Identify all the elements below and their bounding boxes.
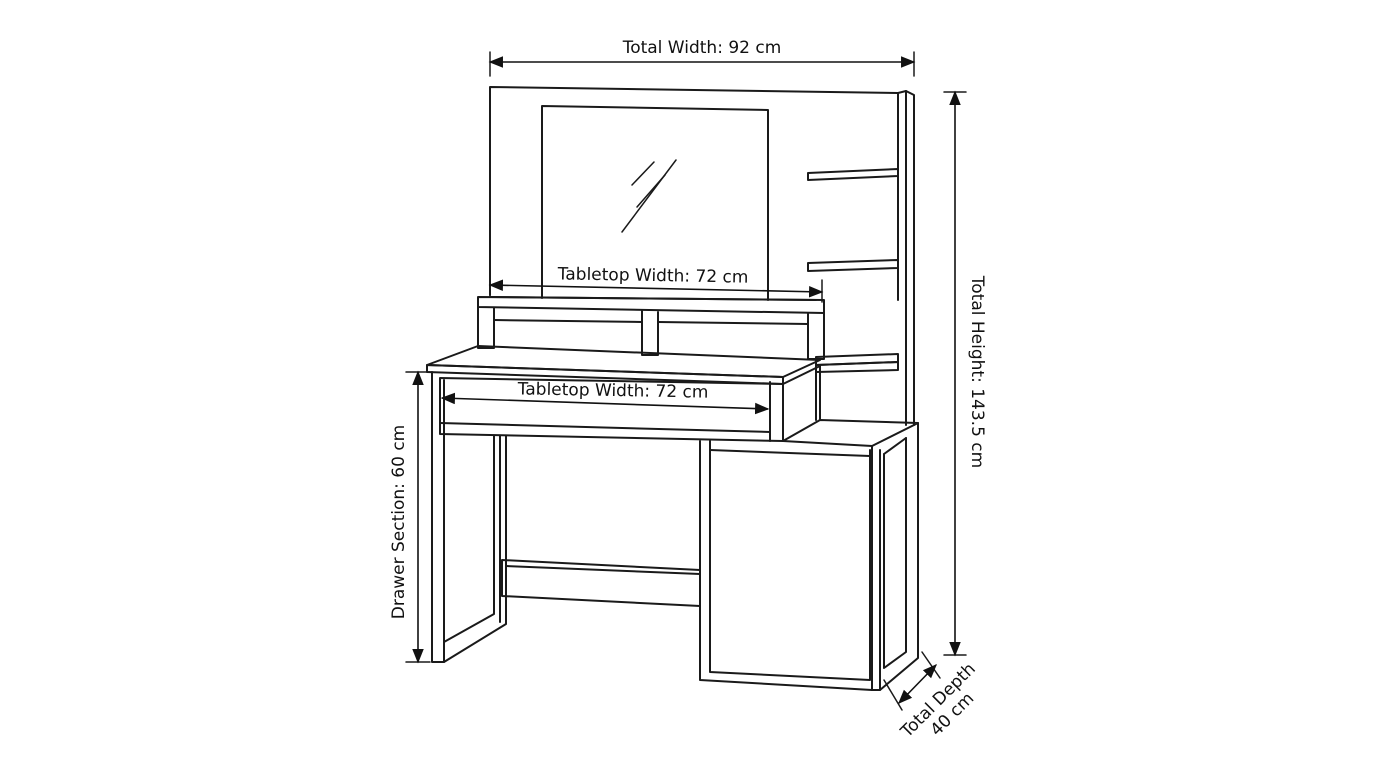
cabinet bbox=[699, 422, 919, 691]
drawer-section-dimension: Drawer Section: 60 cm bbox=[389, 370, 431, 664]
total-width-label: Total Width: 92 cm bbox=[622, 38, 782, 58]
total-height-label: Total Height: 143.5 cm bbox=[967, 275, 987, 468]
total-height-dimension: Total Height: 143.5 cm bbox=[943, 90, 987, 657]
tabletop-lower-dimension: Tabletop Width: 72 cm bbox=[440, 379, 770, 415]
total-depth-dimension: Total Depth 40 cm bbox=[883, 651, 980, 742]
back-panel bbox=[489, 86, 915, 426]
mirror bbox=[541, 105, 769, 301]
side-cubby bbox=[782, 365, 919, 447]
tabletop-lower-label: Tabletop Width: 72 cm bbox=[517, 379, 709, 402]
left-leg bbox=[431, 371, 507, 663]
tabletop-upper-label: Tabletop Width: 72 cm bbox=[557, 264, 749, 287]
total-width-dimension: Total Width: 92 cm bbox=[488, 38, 916, 77]
back-rail bbox=[501, 559, 701, 607]
tabletop-upper-dimension: Tabletop Width: 72 cm bbox=[488, 264, 824, 303]
drawer-section-label: Drawer Section: 60 cm bbox=[389, 425, 409, 620]
side-shelves bbox=[807, 168, 899, 373]
riser-shelf bbox=[477, 296, 825, 360]
